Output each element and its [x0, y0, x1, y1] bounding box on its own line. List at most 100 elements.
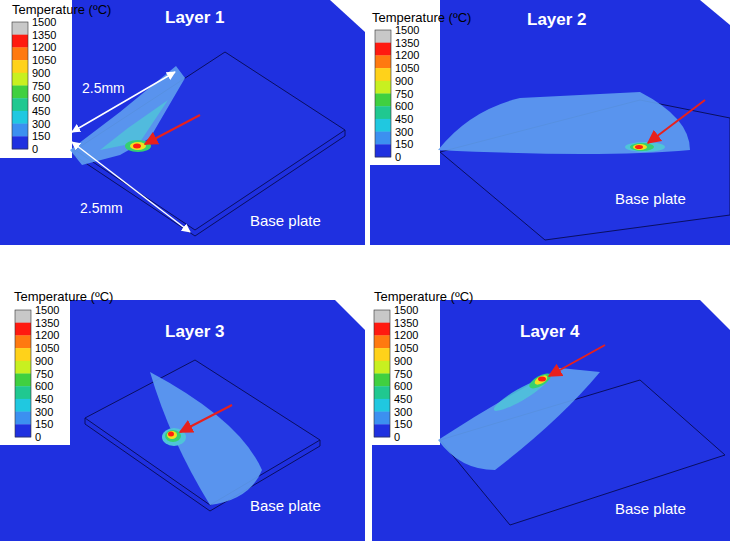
- color-bar-frame: [15, 310, 31, 437]
- background: [370, 0, 730, 245]
- color-band: [12, 98, 28, 111]
- color-band: [12, 111, 28, 124]
- panel-layer-1: [0, 0, 365, 245]
- dimension-arrow: [72, 72, 175, 132]
- legend-value: 150: [32, 130, 50, 142]
- heat-zone: [633, 144, 647, 150]
- color-bar: [374, 310, 390, 437]
- legend-value: 900: [35, 355, 53, 367]
- legend-value: 750: [394, 368, 412, 380]
- layer-title: Layer 4: [520, 322, 580, 342]
- legend-value: 1050: [35, 342, 59, 354]
- legend-value: 1050: [395, 62, 419, 74]
- laser-arrow: [180, 405, 232, 432]
- color-band: [15, 412, 31, 425]
- legend-title: Temperature (ºC): [14, 289, 113, 304]
- color-band: [15, 323, 31, 336]
- legend-value: 0: [394, 431, 400, 443]
- color-band: [375, 132, 391, 145]
- color-bar-frame: [12, 22, 28, 149]
- dimension-arrow: [72, 142, 190, 232]
- legend-value: 900: [394, 355, 412, 367]
- legend-value: 600: [35, 380, 53, 392]
- part-label: Base plate: [615, 190, 686, 208]
- color-band: [374, 348, 390, 361]
- color-band: [375, 43, 391, 56]
- laser-arrow: [648, 100, 705, 143]
- laser-arrow: [145, 115, 200, 144]
- legend-value: 1500: [35, 304, 59, 316]
- part-label: Base plate: [615, 500, 686, 518]
- legend-value: 0: [395, 151, 401, 163]
- color-band: [375, 94, 391, 107]
- legend-value: 300: [394, 406, 412, 418]
- heat-zone: [491, 375, 549, 415]
- color-band: [374, 374, 390, 387]
- color-bar: [15, 310, 31, 437]
- legend-value: 900: [32, 67, 50, 79]
- color-band: [375, 144, 391, 157]
- color-band: [15, 361, 31, 374]
- part-label: Base plate: [250, 212, 321, 230]
- layer-title: Layer 1: [165, 8, 225, 28]
- color-band: [12, 136, 28, 149]
- color-band: [374, 412, 390, 425]
- legend-value: 450: [395, 113, 413, 125]
- legend-ground: [372, 285, 440, 445]
- color-band: [15, 335, 31, 348]
- color-bars: [12, 22, 391, 437]
- color-band: [375, 106, 391, 119]
- legend-value: 1500: [394, 304, 418, 316]
- heat-zone: [527, 371, 553, 392]
- color-band: [12, 47, 28, 60]
- layer-title: Layer 2: [527, 10, 587, 30]
- legend-ground: [0, 285, 70, 445]
- color-band: [12, 86, 28, 99]
- deposited-layer: [438, 368, 600, 470]
- deposited-layer: [438, 92, 690, 154]
- color-band: [375, 119, 391, 132]
- legend-value: 1200: [394, 329, 418, 341]
- legend-value: 300: [395, 126, 413, 138]
- legend-value: 1200: [32, 41, 56, 53]
- color-band: [12, 22, 28, 35]
- legend-value: 600: [32, 92, 50, 104]
- color-band: [374, 399, 390, 412]
- legend-value: 600: [395, 100, 413, 112]
- legend-value: 1500: [395, 24, 419, 36]
- part-label: Base plate: [250, 497, 321, 515]
- legend-value: 1050: [394, 342, 418, 354]
- legend-value: 1350: [395, 37, 419, 49]
- background: [0, 0, 365, 245]
- legend-value: 0: [35, 431, 41, 443]
- legend-value: 150: [394, 418, 412, 430]
- color-band: [15, 386, 31, 399]
- color-band: [375, 81, 391, 94]
- panel-layer-3: [0, 285, 365, 541]
- layer-title: Layer 3: [165, 322, 225, 342]
- heat-zone: [630, 143, 654, 151]
- panel-layer-4: [372, 285, 730, 541]
- legend-ground: [0, 0, 72, 158]
- melt-pool: [133, 144, 141, 149]
- legend-value: 750: [35, 368, 53, 380]
- dimension-label: 2.5mm: [80, 200, 123, 216]
- color-band: [12, 60, 28, 73]
- heat-zone: [165, 430, 181, 442]
- color-band: [15, 399, 31, 412]
- legend-value: 1500: [32, 16, 56, 28]
- melt-pool: [168, 432, 174, 437]
- legend-value: 1050: [32, 54, 56, 66]
- legend-title: Temperature (ºC): [12, 2, 111, 17]
- color-bar-frame: [374, 310, 390, 437]
- legend-value: 750: [395, 88, 413, 100]
- legend-value: 300: [35, 406, 53, 418]
- color-bar: [12, 22, 28, 149]
- legend-value: 300: [32, 118, 50, 130]
- legend-value: 450: [394, 393, 412, 405]
- legend-value: 600: [394, 380, 412, 392]
- color-band: [374, 310, 390, 323]
- color-band: [15, 424, 31, 437]
- heat-zone: [167, 431, 177, 439]
